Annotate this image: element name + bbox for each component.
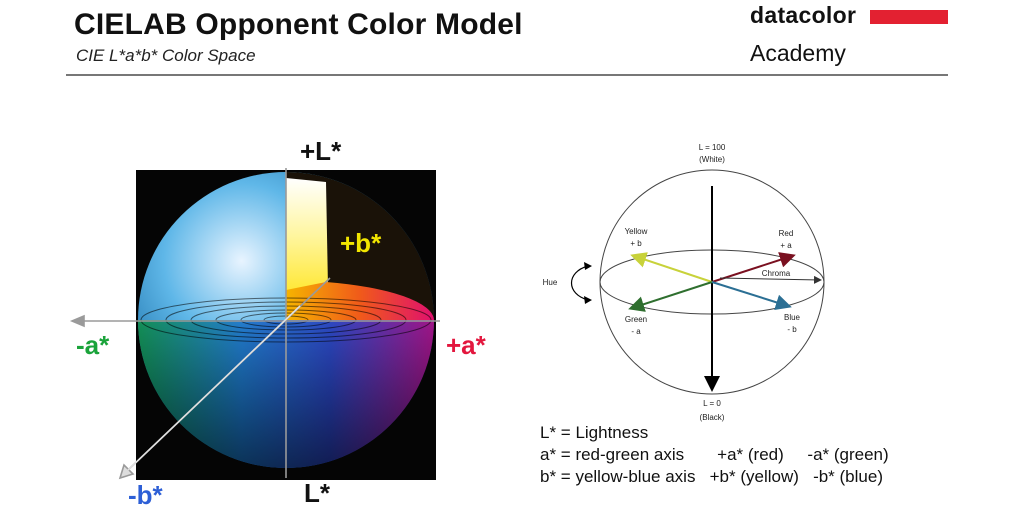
schematic-top-label-1: L = 100: [699, 143, 726, 152]
green-label: Green: [625, 315, 647, 324]
yellow-label: Yellow: [625, 227, 648, 236]
hue-curve-arrow: [571, 265, 589, 301]
legend: L* = Lightness a* = red-green axis +a* (…: [540, 422, 889, 488]
minus-l-label: L*: [304, 478, 330, 508]
header-divider: [66, 74, 948, 76]
green-sign-label: - a: [631, 327, 641, 336]
blue-label: Blue: [784, 313, 801, 322]
legend-b-axis: b* = yellow-blue axis +b* (yellow) -b* (…: [540, 467, 883, 486]
yellow-arrow: [630, 252, 713, 283]
green-arrow: [628, 281, 713, 312]
brand-academy: Academy: [750, 40, 846, 66]
legend-a-axis: a* = red-green axis +a* (red) -a* (green…: [540, 445, 889, 464]
minus-b-label: -b*: [128, 480, 163, 510]
hue-label: Hue: [543, 278, 558, 287]
legend-lightness: L* = Lightness: [540, 423, 649, 442]
schematic-top-label-2: (White): [699, 155, 725, 164]
schematic-bottom-label-2: (Black): [700, 413, 725, 422]
plus-l-label: +L*: [300, 136, 342, 166]
page-subtitle: CIE L*a*b* Color Space: [76, 46, 256, 65]
yellow-sign-label: + b: [630, 239, 642, 248]
blue-sign-label: - b: [787, 325, 797, 334]
red-label: Red: [779, 229, 794, 238]
brand-logo-bar: [870, 10, 948, 24]
plus-b-label: +b*: [340, 228, 382, 258]
page-title: CIELAB Opponent Color Model: [74, 8, 523, 41]
chroma-label: Chroma: [762, 269, 791, 278]
schematic-bottom-label-1: L = 0: [703, 399, 721, 408]
chroma-arrow: [719, 275, 822, 284]
blue-arrow: [711, 281, 792, 311]
minus-a-label: -a*: [76, 330, 110, 360]
brand-logo: datacolor: [750, 2, 857, 28]
red-sign-label: + a: [780, 241, 792, 250]
plus-a-label: +a*: [446, 330, 486, 360]
